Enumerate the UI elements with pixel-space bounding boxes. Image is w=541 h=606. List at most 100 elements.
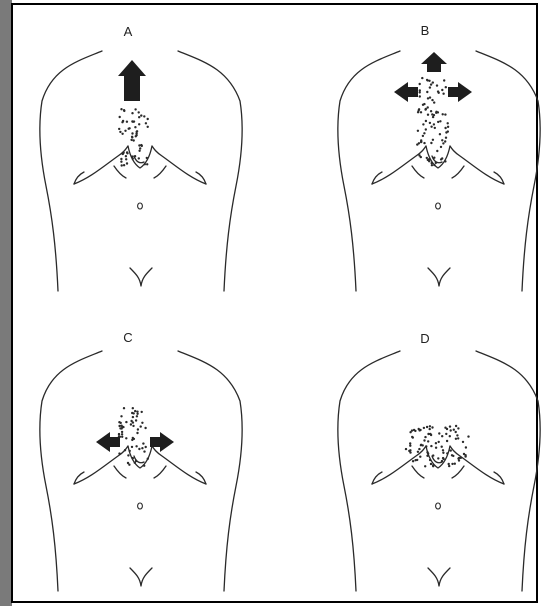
pain-dot [441,139,443,141]
pain-dot [447,126,449,128]
pain-dot [425,128,427,130]
pain-dot [448,465,450,467]
pain-dot [441,446,443,448]
pain-dot [433,101,435,103]
pain-dot [427,106,429,108]
pain-dot [130,420,132,422]
pain-dot [430,110,432,112]
pain-dot [129,450,131,452]
pain-dot [405,448,407,450]
pain-dot [417,451,419,453]
pain-dot [457,437,459,439]
pain-dot [418,448,420,450]
pain-dot [135,134,137,136]
pain-dot [456,434,458,436]
pain-dot [122,120,124,122]
pain-dot [433,123,435,125]
pain-dot [118,128,120,130]
pain-dot [444,140,446,142]
pain-dot [426,91,428,93]
pain-dot [446,440,448,442]
pain-dot [467,435,469,437]
pain-dot [444,113,446,115]
pain-dot [134,155,136,157]
pain-dot [138,111,140,113]
pain-dot [457,457,459,459]
pain-dot [430,463,432,465]
pain-dot [429,122,431,124]
pain-dot [435,111,437,113]
pain-dot [419,83,421,85]
pain-dot [121,433,123,435]
pain-dot [433,164,435,166]
pain-dot [427,452,429,454]
pain-dot [127,462,129,464]
pain-dot [412,460,414,462]
pain-dot [132,407,134,409]
pain-dot [464,455,466,457]
pain-dot [451,463,453,465]
pain-dot [429,425,431,427]
pain-dot [457,427,459,429]
pain-dot [439,133,441,135]
pain-dot [120,161,122,163]
pain-dot [421,77,423,79]
pain-dot [124,449,126,451]
pain-dot [437,457,439,459]
pain-dot [121,133,123,135]
pain-dot [442,142,444,144]
pain-dot [423,427,425,429]
pain-dot [131,112,133,114]
pain-dot [439,120,441,122]
pain-dot [414,430,416,432]
pain-dot [120,158,122,160]
pain-dot [120,422,122,424]
panel-label-a: A [124,24,133,39]
pain-dot [431,99,433,101]
pain-dot [437,121,439,123]
pain-dot [141,447,143,449]
pain-dot [146,157,148,159]
pain-dot [135,419,137,421]
panel-label-d: D [420,331,429,346]
pain-dot [453,429,455,431]
pain-dot [126,121,128,123]
pain-dot [447,122,449,124]
pain-dot [442,93,444,95]
pain-dot [136,415,138,417]
pain-dot [146,163,148,165]
pain-dot [132,157,134,159]
pain-dot [445,137,447,139]
pain-dot [432,81,434,83]
pain-dot [435,442,437,444]
pain-dot [446,428,448,430]
pain-dot [428,158,430,160]
pain-dot [423,132,425,134]
pain-dot [425,445,427,447]
pain-dot [136,411,138,413]
pain-dot [128,128,130,130]
pain-dot [131,155,133,157]
pain-dot [432,116,434,118]
pain-dot [440,146,442,148]
pain-dot [141,411,143,413]
pain-dot [132,416,134,418]
pain-dot [119,131,121,133]
pain-dot [132,457,134,459]
pain-dot [126,162,128,164]
pain-dot [130,423,132,425]
pain-dot [143,115,145,117]
pain-dot [139,147,141,149]
pain-dot [447,130,449,132]
pain-dot [443,79,445,81]
pain-dot [422,123,424,125]
pain-dot [427,114,429,116]
pain-dot [426,157,428,159]
pain-dot [419,456,421,458]
pain-dot [134,410,136,412]
pain-dot [442,457,444,459]
pain-dot [450,449,452,451]
pain-dot [123,407,125,409]
pain-dot [428,80,430,82]
